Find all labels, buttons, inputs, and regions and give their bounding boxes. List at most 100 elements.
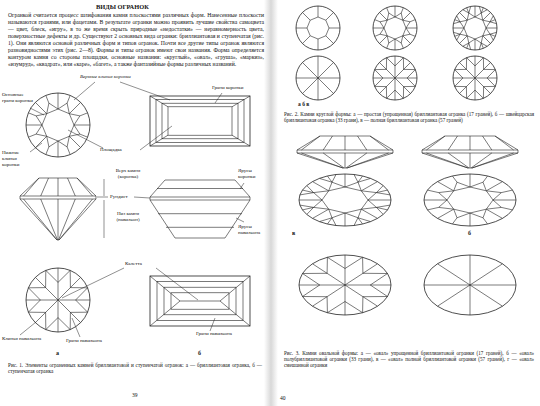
facet-stroke xyxy=(46,95,49,103)
facet-stroke xyxy=(471,153,492,168)
part-label: Низ камня (павильон) xyxy=(107,211,149,223)
facet-stroke xyxy=(403,20,410,22)
facet-stroke xyxy=(319,178,332,182)
facet-stroke xyxy=(486,182,502,191)
facet-stroke xyxy=(58,103,67,109)
part-label: Нижние клинья коронки xyxy=(2,150,32,168)
facet-stroke xyxy=(376,207,383,214)
facet-stroke xyxy=(410,34,415,36)
facet-stroke xyxy=(297,136,393,168)
facet-stroke xyxy=(41,178,49,196)
facet-stroke xyxy=(46,318,58,330)
facet-stroke xyxy=(74,125,80,134)
facet-stroke xyxy=(401,13,403,20)
facet-stroke xyxy=(475,39,476,50)
facet-stroke xyxy=(387,43,389,48)
facet-stroke xyxy=(303,273,328,274)
facet-stroke xyxy=(58,277,81,300)
part-label: Верх камня (коронка) xyxy=(107,168,149,180)
leader-line xyxy=(215,93,222,103)
facet-stroke xyxy=(387,13,389,20)
facet-stroke xyxy=(375,78,383,86)
facet-stroke xyxy=(384,17,406,39)
facet-stroke xyxy=(455,69,467,70)
facet-stroke xyxy=(327,257,345,268)
facet-stroke xyxy=(36,116,42,125)
facet-stroke xyxy=(466,58,467,70)
facet-stroke xyxy=(424,174,516,226)
facet-stroke xyxy=(318,6,319,17)
facet-stroke xyxy=(300,193,314,195)
facet-stroke xyxy=(332,218,336,226)
facet-stroke xyxy=(301,153,343,168)
facet-stroke xyxy=(459,36,467,44)
facet-stroke xyxy=(323,153,344,168)
facet-stroke xyxy=(486,209,502,218)
facet-stroke xyxy=(479,6,481,13)
facet-stroke xyxy=(28,113,36,116)
facet-stroke xyxy=(475,78,491,94)
facet-stroke xyxy=(368,193,376,200)
facet-stroke xyxy=(150,180,250,238)
facet-stroke xyxy=(58,141,59,157)
facet-stroke xyxy=(299,174,391,226)
facet-stroke xyxy=(58,318,70,330)
facet-stroke xyxy=(467,13,469,20)
facet-stroke xyxy=(475,78,497,79)
facet-stroke xyxy=(395,13,401,17)
facet-stroke xyxy=(375,20,380,22)
facet-stroke xyxy=(438,264,471,285)
figure-letter: в xyxy=(292,230,295,237)
facet-stroke xyxy=(363,296,388,297)
facet-stroke xyxy=(487,70,495,78)
facet-stroke xyxy=(428,190,439,193)
facet-stroke xyxy=(35,277,58,300)
facet-stroke xyxy=(180,301,220,302)
leader-line xyxy=(68,130,103,148)
facet-stroke xyxy=(379,62,395,78)
facet-stroke xyxy=(438,285,471,306)
facet-stroke xyxy=(69,136,80,147)
facet-stroke xyxy=(42,109,74,141)
facet-stroke xyxy=(501,207,512,210)
facet-stroke xyxy=(69,134,80,136)
facet-stroke xyxy=(28,300,40,312)
facet-stroke xyxy=(332,182,345,187)
facet-stroke xyxy=(407,78,415,86)
facet-stroke xyxy=(332,175,336,183)
facet-stroke xyxy=(484,86,496,87)
facet-stroke xyxy=(426,136,445,150)
facet-stroke xyxy=(467,36,469,43)
facet-stroke xyxy=(373,28,384,29)
facet-stroke xyxy=(403,87,404,99)
facet-stroke xyxy=(463,10,469,13)
facet-stroke xyxy=(406,28,417,29)
facet-stroke xyxy=(363,273,388,274)
facet-stroke xyxy=(463,43,469,46)
facet-stroke xyxy=(168,107,232,135)
facet-stroke xyxy=(150,96,250,146)
facet-stroke xyxy=(395,90,403,98)
figure-letter: а xyxy=(56,350,59,357)
facet-stroke xyxy=(467,58,475,66)
facet-stroke xyxy=(313,182,329,191)
facet-stroke xyxy=(438,182,454,191)
facet-stroke xyxy=(314,207,329,209)
facet-stroke xyxy=(307,207,314,214)
facet-stroke xyxy=(36,134,47,136)
facet-stroke xyxy=(490,22,497,24)
facet-stroke xyxy=(407,70,415,78)
facet-stroke xyxy=(299,255,391,315)
facet-stroke xyxy=(318,56,319,78)
facet-stroke xyxy=(302,12,310,20)
facet-stroke xyxy=(67,136,69,147)
facet-stroke xyxy=(77,178,93,196)
facet-stroke xyxy=(74,116,80,125)
facet-stroke xyxy=(460,22,464,28)
facet-stroke xyxy=(376,205,390,207)
facet-stroke xyxy=(314,200,322,207)
part-label: Верхние клинья коронки xyxy=(80,74,131,80)
facet-stroke xyxy=(345,255,346,285)
facet-stroke xyxy=(28,287,45,288)
